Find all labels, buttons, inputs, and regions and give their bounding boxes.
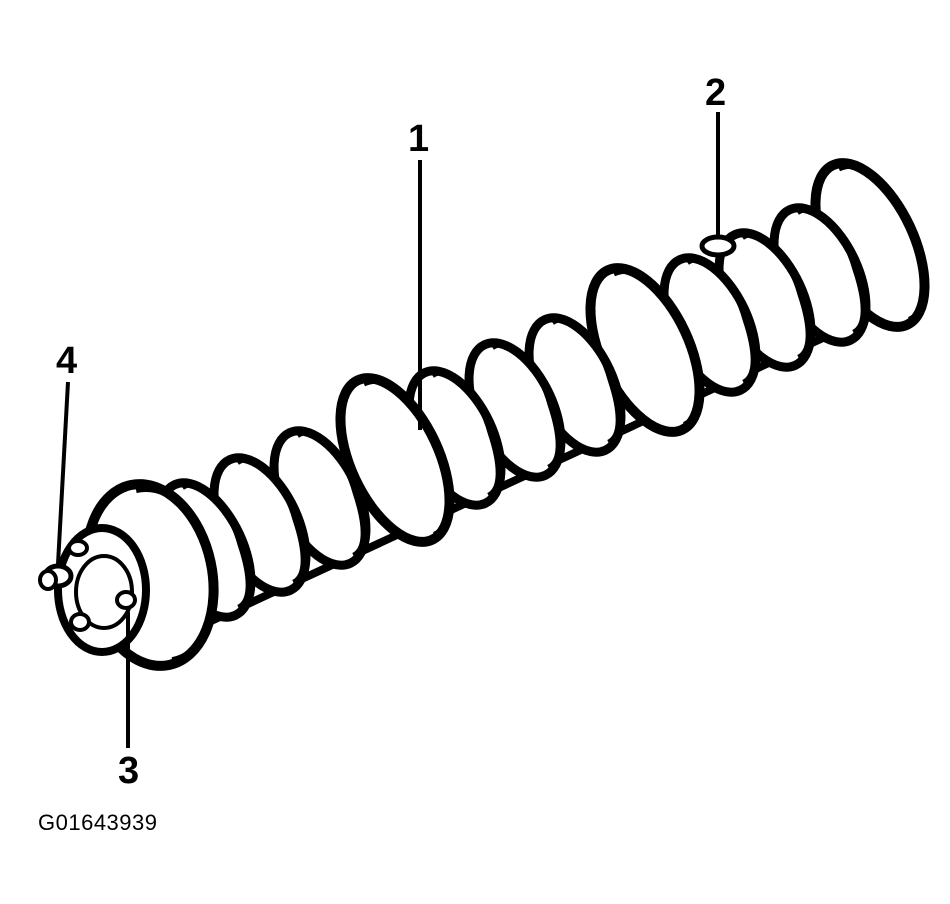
dowel-pin: [38, 563, 74, 591]
camshaft-front-face: [54, 524, 150, 656]
bolt-hole: [115, 590, 137, 610]
bolt-hole: [69, 612, 91, 632]
callout-3: 3: [118, 750, 140, 792]
oil-plug: [699, 234, 737, 258]
leader-line-4: [56, 381, 70, 565]
callout-4: 4: [56, 340, 78, 382]
bolt-hole: [67, 539, 89, 557]
callout-2: 2: [705, 72, 727, 114]
figure-id: G01643939: [38, 810, 158, 835]
callout-1: 1: [408, 118, 430, 160]
